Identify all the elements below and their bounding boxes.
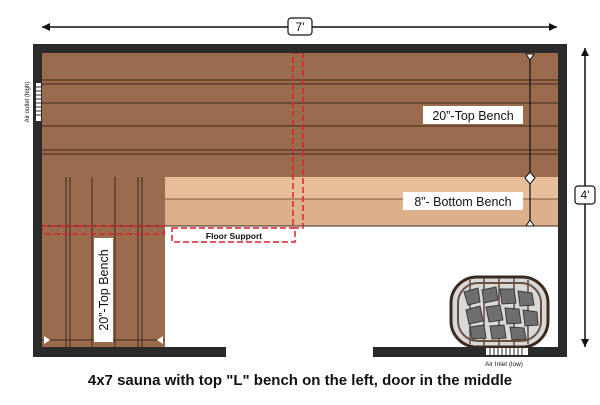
wall-right [558, 44, 567, 357]
width-dimension: 7' [42, 17, 557, 36]
top-bench-label: 20”-Top Bench [432, 109, 513, 123]
depth-dimension: 4' [574, 48, 596, 347]
depth-label: 4' [581, 188, 590, 202]
walls [33, 44, 567, 357]
air-inlet-vent-icon [486, 348, 528, 355]
wall-bottom-left [33, 347, 226, 357]
wall-bottom-right [373, 347, 567, 357]
right-marker-triangle [157, 336, 163, 344]
left-bench-slats [42, 177, 165, 347]
left-bench-label: 20”-Top Bench [97, 249, 111, 330]
back-bench-slats [42, 79, 558, 155]
sauna-heater-icon [449, 275, 550, 349]
floor-support-label: Floor Support [206, 231, 262, 241]
bench-height-marker [524, 53, 536, 227]
caption: 4x7 sauna with top "L" bench on the left… [87, 372, 513, 389]
air-outlet-label: Air outlet (high) [25, 82, 31, 123]
left-bench-label-group: 20”-Top Bench [94, 238, 113, 342]
air-inlet-label: Air Inlet (low) [485, 361, 523, 368]
bottom-bench-label: 8”- Bottom Bench [414, 195, 511, 209]
width-label: 7' [296, 20, 305, 34]
wall-left [33, 44, 42, 357]
air-outlet-vent-icon [36, 83, 41, 121]
wall-top [33, 44, 567, 53]
bottom-bench-label-box [403, 192, 523, 210]
top-bench-label-box [423, 106, 523, 124]
left-marker-triangle [44, 336, 50, 344]
